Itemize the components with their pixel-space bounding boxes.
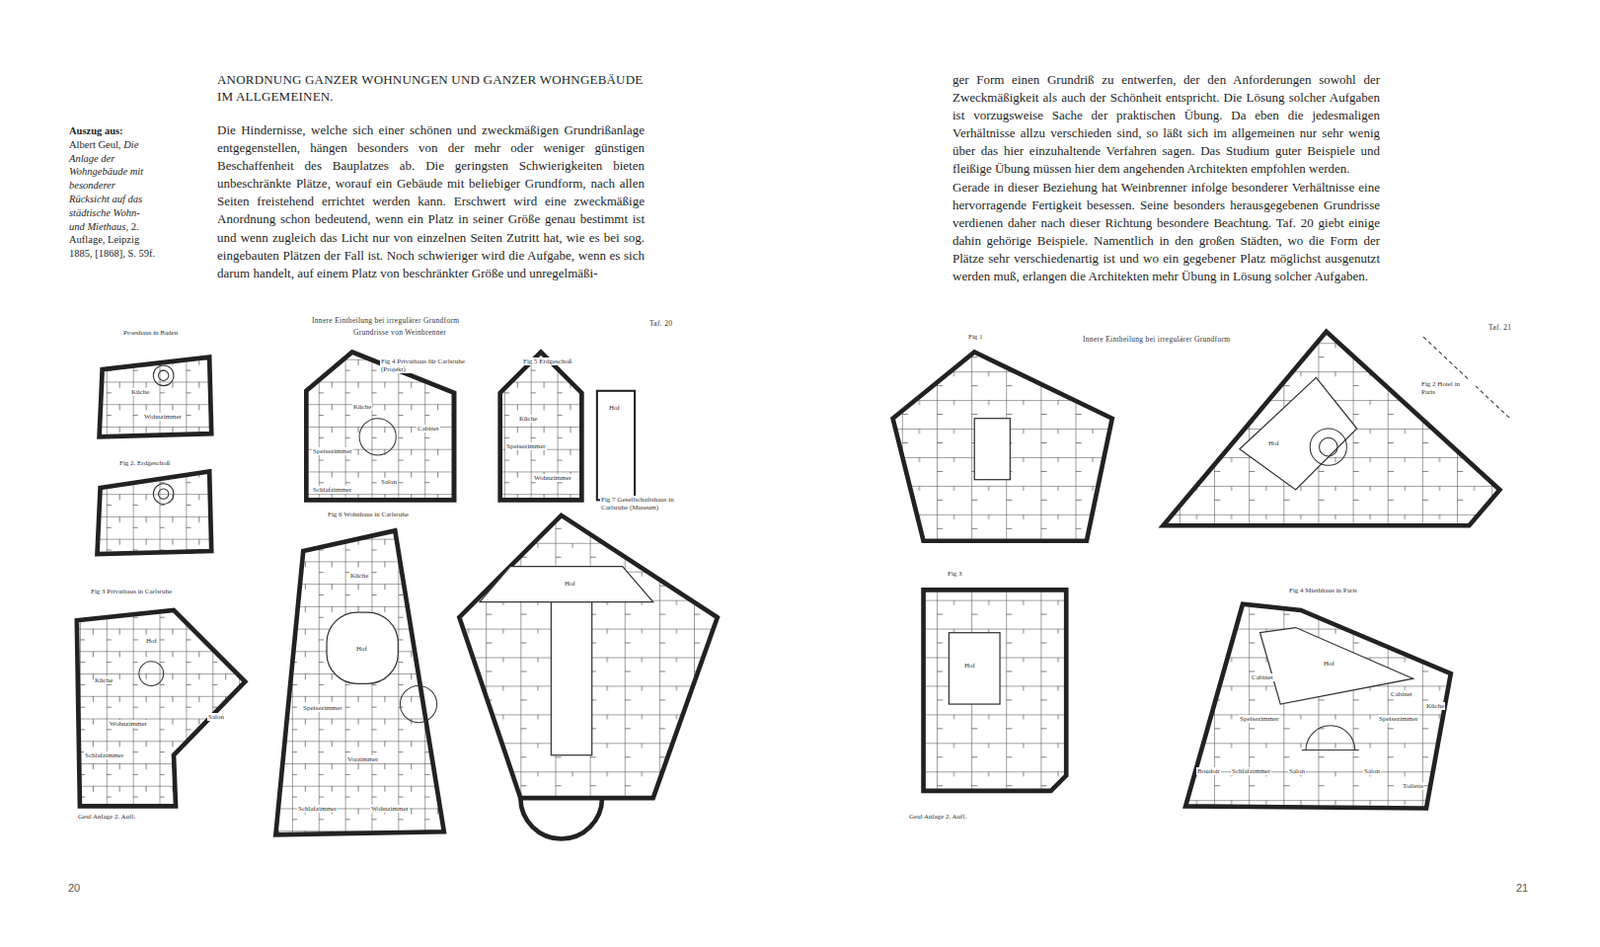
plan-label: Proeshaus in Baden — [122, 328, 179, 337]
plan-label: Fig 3 Privathaus in Carlsruhe — [89, 587, 173, 596]
text-column: ger Form einen Grundriß zu entwerfen, de… — [952, 71, 1380, 286]
plan-label: Wohnzimmer — [143, 412, 183, 421]
plan-outline — [305, 352, 455, 501]
plan-label: Hof — [145, 636, 158, 645]
plan-label: Salon — [207, 712, 226, 721]
plan-label: Speisezimmer — [1377, 714, 1420, 723]
plan-label: Fig 7 Gesellschaftshaus in Carlsruhe (Mu… — [600, 495, 699, 512]
side-note: Auszug aus:Albert Geul, Die Anlage der W… — [69, 124, 158, 261]
plan-label: Hof — [355, 644, 369, 653]
plan-label: Schlafzimmer — [83, 751, 125, 760]
plan-label: Speisezimmer — [505, 442, 547, 451]
plan-label: Fig 4 Miethhaus in Paris — [1288, 586, 1359, 595]
plan-label: Fig 2. Erdgeschoß — [118, 458, 171, 467]
plan-outline — [1162, 331, 1500, 526]
plan-outline — [893, 352, 1113, 541]
plan-label: Küche — [352, 402, 373, 411]
plan-label: Geul Anlage 2. Aufl. — [908, 812, 968, 821]
plan-label: Fig 2 Hotel in Paris — [1420, 380, 1476, 396]
plan-label: Boudoir — [1196, 766, 1221, 775]
note-heading: Auszug aus: — [69, 124, 158, 139]
plan-label: Küche — [93, 676, 114, 685]
citation: Albert Geul, — [69, 139, 122, 151]
plate-heading: Taf. 21 — [1487, 322, 1513, 332]
plan-label: Cabinet — [1250, 673, 1275, 682]
plan-label: Salon — [1288, 766, 1306, 775]
citation: Die Anlage der Wohngebäude mit besondere… — [69, 139, 144, 232]
plan-label: Küche — [1425, 701, 1446, 710]
plan-label: Geul Anlage 2. Aufl. — [76, 812, 137, 821]
plan-label: Fig 1 — [967, 332, 985, 341]
plan-label: Cabinet — [1389, 689, 1414, 698]
plan-outline — [275, 530, 445, 835]
plan-label: Schlafzimmer — [297, 804, 338, 813]
plate-heading: Taf. 20 — [648, 318, 674, 328]
plan-label: Vorzimmer — [346, 755, 380, 763]
plan-outline — [923, 589, 1067, 791]
plan-label: Fig 5 Erdgeschoß — [522, 357, 576, 366]
section-heading: ANORDNUNG GANZER WOHNUNGEN UND GANZER WO… — [217, 71, 645, 105]
plan-outline — [520, 797, 603, 839]
body-paragraph: Die Hindernisse, welche sich einer schön… — [217, 121, 645, 283]
plan-label: Küche — [349, 571, 370, 580]
plan-label: Toilette — [1401, 781, 1425, 790]
plan-label: Fig 4 Privathaus für Carlsruhe (Projekt) — [380, 357, 490, 374]
body-paragraph: ger Form einen Grundriß zu entwerfen, de… — [952, 71, 1380, 179]
plan-label: Fig 6 Wohnhaus in Carlsruhe — [326, 510, 416, 519]
plan-label: Wohnzimmer — [370, 804, 410, 813]
plan-label: Hof — [1322, 659, 1336, 668]
plan-label: Schlafzimmer — [311, 485, 353, 494]
text-column: ANORDNUNG GANZER WOHNUNGEN UND GANZER WO… — [217, 71, 645, 283]
plan-outline — [99, 357, 213, 438]
page-number: 20 — [68, 881, 80, 894]
plan-label: Hof — [1267, 439, 1281, 448]
plan-label: Fig 3 — [946, 569, 964, 578]
plan-outline — [96, 470, 212, 554]
plan-label: Hof — [963, 661, 977, 670]
plan-outline — [500, 352, 583, 501]
plan-label: Schlafzimmer — [1230, 766, 1272, 775]
body-paragraph: Gerade in dieser Beziehung hat Weinbrenn… — [952, 178, 1380, 287]
plan-label: Küche — [518, 414, 538, 423]
plan-label: Speisezimmer — [311, 447, 354, 456]
plan-label: Speisezimmer — [302, 703, 344, 712]
plan-outline — [597, 390, 635, 501]
plan-outline — [458, 515, 717, 798]
plan-label: Wohnzimmer — [108, 719, 149, 728]
plan-label: Wohnzimmer — [533, 473, 573, 482]
plate-heading: Grundrisse von Weinbrenner — [352, 327, 448, 337]
plan-label: Hof — [608, 403, 621, 412]
page-number: 21 — [1516, 881, 1528, 894]
plan-label: Salon — [380, 477, 398, 486]
plan-outline — [1185, 604, 1451, 809]
plate-heading: Innere Eintheilung bei irregulärer Grund… — [310, 315, 460, 325]
plan-label: Küche — [130, 387, 151, 396]
plate-heading: Innere Eintheilung bei irregulärer Grund… — [1081, 334, 1231, 344]
plan-outline — [76, 609, 246, 806]
plan-label: Speisezimmer — [1238, 714, 1281, 723]
plan-label: Hof — [563, 579, 577, 588]
plan-label: Cabinet — [416, 424, 441, 433]
plan-label: Salon — [1363, 766, 1381, 775]
